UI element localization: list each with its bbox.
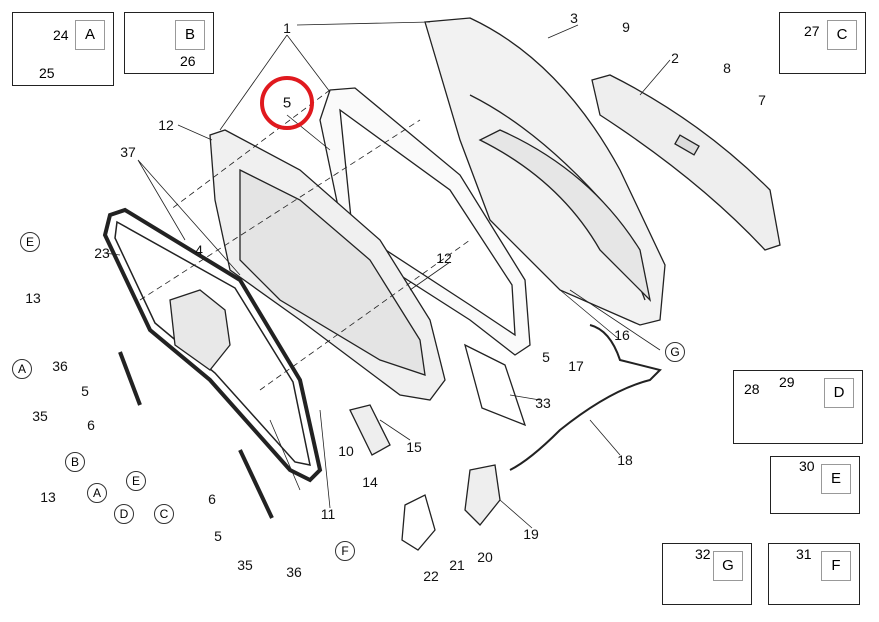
inset-part-number: 24: [53, 27, 69, 43]
callout-label-highlighted: 5: [282, 94, 292, 112]
inset-part-number: 31: [796, 546, 812, 562]
callout-label: 13: [25, 290, 41, 306]
callout-label: 21: [449, 557, 465, 573]
inset-detail-b: B 26: [124, 12, 214, 74]
callout-label: 5: [542, 349, 550, 365]
highlight-circle: [260, 76, 314, 130]
callout-label: 6: [208, 491, 216, 507]
callout-label: 8: [723, 60, 731, 76]
handle-19: [464, 464, 501, 526]
callout-label: 35: [237, 557, 253, 573]
circled-reference: A: [87, 483, 107, 503]
inset-key-letter: D: [824, 378, 854, 408]
callout-label: 7: [758, 92, 766, 108]
inset-detail-a: A 24 25: [12, 12, 114, 86]
spoiler-panel: [591, 74, 781, 251]
inset-key-letter: E: [821, 464, 851, 494]
panel-14: [349, 404, 391, 456]
circled-reference: A: [12, 359, 32, 379]
callout-label: 37: [120, 144, 136, 160]
inset-detail-e: E 30: [770, 456, 860, 514]
callout-label: 35: [32, 408, 48, 424]
callout-label: 16: [614, 327, 630, 343]
inset-part-number: 27: [804, 23, 820, 39]
callout-label: 12: [158, 117, 174, 133]
callout-label: 5: [81, 383, 89, 399]
inset-detail-d: D 28 29: [733, 370, 863, 444]
circled-reference: D: [114, 504, 134, 524]
circled-reference: E: [126, 471, 146, 491]
callout-label: 4: [195, 242, 203, 258]
inset-part-number: 25: [39, 65, 55, 81]
callout-label: 17: [568, 358, 584, 374]
part-4-module: [169, 289, 231, 371]
strut-6-right: [238, 449, 274, 519]
callout-label: 10: [338, 443, 354, 459]
inset-key-letter: G: [713, 551, 743, 581]
callout-label: 19: [523, 526, 539, 542]
callout-label: 6: [87, 417, 95, 433]
circled-reference: F: [335, 541, 355, 561]
inset-key-letter: F: [821, 551, 851, 581]
callout-label: 11: [320, 506, 336, 522]
callout-label: 5: [214, 528, 222, 544]
callout-label: 2: [671, 50, 679, 66]
callout-label: 36: [52, 358, 68, 374]
inset-part-number: 26: [180, 53, 196, 69]
strut-6-left: [118, 351, 142, 406]
inset-key-letter: B: [175, 20, 205, 50]
circled-reference: G: [665, 342, 685, 362]
callout-label: 36: [286, 564, 302, 580]
callout-label: 22: [423, 568, 439, 584]
circled-reference: E: [20, 232, 40, 252]
circled-reference: B: [65, 452, 85, 472]
bezel-22: [401, 494, 436, 551]
inset-key-letter: C: [827, 20, 857, 50]
callout-label: 3: [570, 10, 578, 26]
callout-label: 18: [617, 452, 633, 468]
circled-reference: C: [154, 504, 174, 524]
callout-label: 14: [362, 474, 378, 490]
cable-18: [509, 324, 662, 471]
panel-33: [463, 343, 527, 427]
callout-label: 1: [283, 20, 291, 36]
callout-label: 12: [436, 250, 452, 266]
callout-label: 15: [406, 439, 422, 455]
callout-label: 20: [477, 549, 493, 565]
callout-label: 9: [622, 19, 630, 35]
inset-key-letter: A: [75, 20, 105, 50]
callout-label: 33: [535, 395, 551, 411]
inset-detail-f: F 31: [768, 543, 860, 605]
inset-part-number: 30: [799, 458, 815, 474]
weatherstrip-seal: [102, 207, 323, 483]
inset-part-number: 28: [744, 381, 760, 397]
inset-detail-c: C 27: [779, 12, 866, 74]
callout-label: 23: [94, 245, 110, 261]
inset-part-number: 32: [695, 546, 711, 562]
callout-label: 13: [40, 489, 56, 505]
inset-part-number: 29: [779, 374, 795, 390]
